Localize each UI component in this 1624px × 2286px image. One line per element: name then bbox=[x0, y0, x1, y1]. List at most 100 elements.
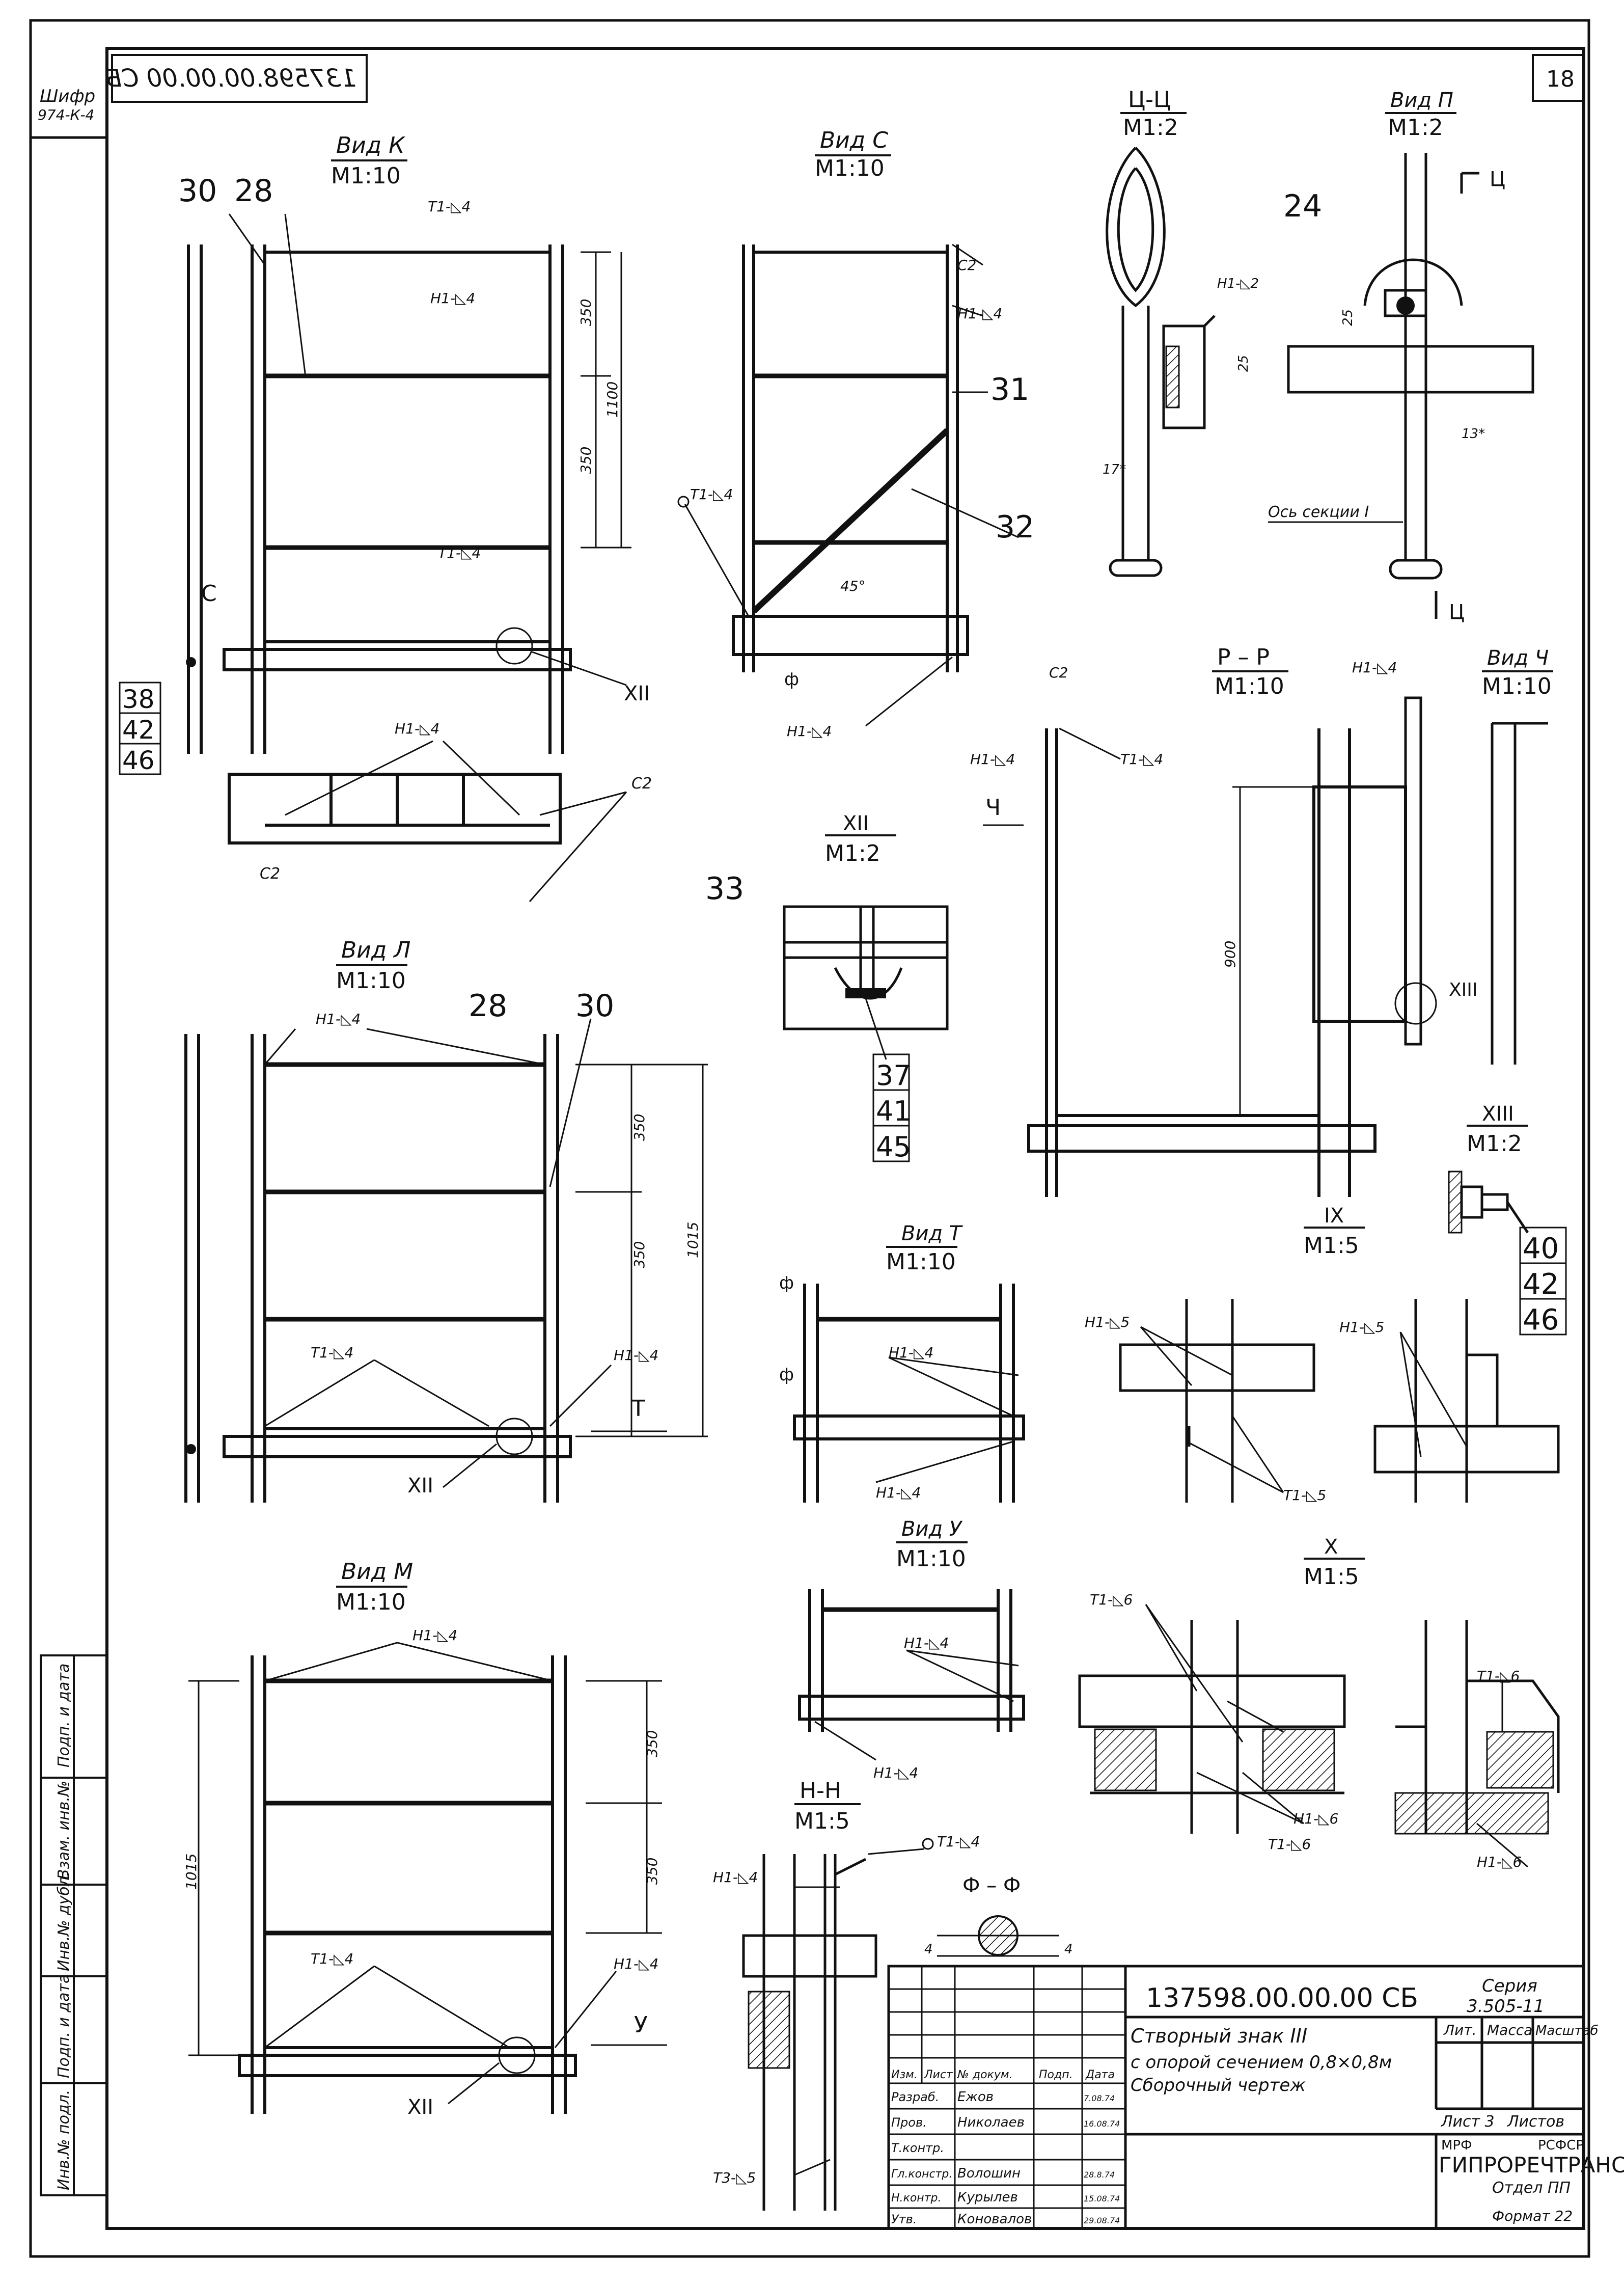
side-stamp: Подп. и дата Взам. инв.№ Инв.№ дубл. Под… bbox=[40, 1654, 108, 2196]
view-u-weld-1: Н1-◺4 bbox=[904, 1635, 949, 1651]
view-x-weld-3: Н1-◺6 bbox=[1293, 1810, 1338, 1827]
view-x: X М1:5 Т1-◺6 Т1-◺6 Н1-◺6 Т1-◺6 bbox=[1078, 1535, 1560, 1870]
title-series-label: Серия bbox=[1482, 1976, 1537, 1996]
view-cc-dim-25: 25 bbox=[1236, 355, 1251, 372]
head-col-2: Лист bbox=[924, 2069, 953, 2081]
cipher-value: 974-К-4 bbox=[38, 106, 94, 123]
stack-41: 41 bbox=[876, 1095, 911, 1127]
view-p-dim-25: 25 bbox=[1340, 309, 1356, 326]
view-u: Вид У М1:10 Н1-◺4 Н1-◺4 bbox=[798, 1517, 1025, 1781]
view-ch-title: Вид Ч bbox=[1487, 646, 1549, 670]
view-k-callout: XII bbox=[624, 682, 650, 705]
view-m-dim-top: 350 bbox=[644, 1730, 660, 1757]
row-role-5: Н.контр. bbox=[891, 2192, 941, 2205]
view-m-callout: XII bbox=[407, 2096, 433, 2119]
view-xii-title: XII bbox=[843, 812, 869, 835]
view-cc-dim-17: 17* bbox=[1103, 462, 1126, 477]
row-date-2: 16.08.74 bbox=[1084, 2119, 1120, 2129]
view-k: Вид К М1:10 30 28 bbox=[119, 132, 650, 775]
row-date-5: 15.08.74 bbox=[1084, 2194, 1120, 2203]
view-k-dim-total: 1100 bbox=[604, 382, 621, 418]
head-col-3: № докум. bbox=[957, 2069, 1012, 2081]
view-xii-scale: М1:2 bbox=[825, 840, 880, 866]
item-28: 28 bbox=[234, 173, 273, 209]
title-col-lit: Лит. bbox=[1443, 2022, 1476, 2038]
title-doc-code: 137598.00.00.00 СБ bbox=[1146, 1983, 1418, 2013]
view-m-arrow: У bbox=[634, 2012, 648, 2038]
stack-42b: 42 bbox=[1523, 1268, 1559, 1301]
view-c-weld-c2: С2 bbox=[957, 257, 976, 274]
view-k-section: Н1-◺4 С2 С2 bbox=[228, 720, 652, 902]
view-cc-weld: Н1-◺2 bbox=[1217, 276, 1259, 291]
item-30: 30 bbox=[178, 173, 217, 209]
view-ch: Вид Ч М1:10 Н1-◺4 XIII bbox=[1352, 646, 1553, 1065]
view-hh-weld-1: Т1-◺4 bbox=[937, 1833, 980, 1850]
view-c-weld-n1: Н1-◺4 bbox=[957, 305, 1002, 322]
view-ff-dim-left: 4 bbox=[924, 1942, 933, 1957]
view-m-title: Вид М bbox=[341, 1559, 413, 1585]
view-hh: Н-Н М1:5 Т1-◺4 Н1-◺4 Т3-◺5 bbox=[713, 1778, 980, 2211]
stack-46: 46 bbox=[122, 746, 155, 775]
view-ix-weld-1: Н1-◺5 bbox=[1085, 1314, 1130, 1330]
view-xiii: XIII М1:2 40 42 46 bbox=[1448, 1102, 1567, 1337]
title-republic: РСФСР bbox=[1538, 2138, 1584, 2153]
row-name-1: Ежов bbox=[957, 2089, 994, 2105]
view-l-dim-top: 350 bbox=[631, 1114, 648, 1141]
view-c-weld-t1: Т1-◺4 bbox=[690, 486, 733, 503]
stamp-cell-4: Подп. и дата bbox=[55, 1974, 73, 2078]
view-p-title: Вид П bbox=[1390, 89, 1453, 112]
stack-42: 42 bbox=[122, 715, 155, 745]
view-p-dim-13: 13* bbox=[1462, 426, 1485, 442]
view-xii: XII М1:2 33 37 41 45 bbox=[705, 812, 949, 1163]
item-32: 32 bbox=[996, 509, 1034, 545]
view-ch-weld: Н1-◺4 bbox=[1352, 659, 1397, 676]
view-p: Вид П М1:2 24 Ц Ц 25 13* Ось секции I bbox=[1268, 89, 1534, 624]
view-k-weld-mid: Н1-◺4 bbox=[430, 290, 475, 307]
view-m-weld-t1: Т1-◺4 bbox=[311, 1950, 353, 1967]
view-t-title: Вид Т bbox=[901, 1222, 964, 1245]
view-l-weld-t1: Т1-◺4 bbox=[311, 1344, 353, 1361]
view-hh-scale: М1:5 bbox=[794, 1808, 850, 1834]
title-series-value: 3.505-11 bbox=[1467, 1996, 1545, 2017]
view-t-weld-2: Н1-◺4 bbox=[876, 1484, 921, 1501]
view-ff-dim-right: 4 bbox=[1064, 1942, 1073, 1957]
view-rr-mark: Ч bbox=[985, 795, 1001, 821]
title-name-2: с опорой сечением 0,8×0,8м bbox=[1131, 2052, 1392, 2073]
view-p-mark-bottom: Ц bbox=[1449, 601, 1465, 624]
view-m-weld-n1: Н1-◺4 bbox=[614, 1955, 658, 1972]
view-rr-scale: М1:10 bbox=[1215, 673, 1284, 699]
view-k-section-c2-right: С2 bbox=[631, 775, 652, 793]
row-date-6: 29.08.74 bbox=[1084, 2216, 1120, 2225]
view-ch-scale: М1:10 bbox=[1482, 673, 1552, 699]
view-t-phi-1: ф bbox=[779, 1273, 794, 1293]
view-t-weld-1: Н1-◺4 bbox=[889, 1344, 933, 1361]
sheet-number: 18 bbox=[1546, 66, 1575, 92]
stamp-cell-1: Подп. и дата bbox=[55, 1664, 73, 1767]
view-k-weld-top: Т1-◺4 bbox=[428, 198, 471, 215]
view-m-scale: М1:10 bbox=[336, 1589, 406, 1615]
header: Шифр 974-К-4 137598.00.00.00 СБ 18 bbox=[38, 64, 1575, 123]
mirrored-code: 137598.00.00.00 СБ bbox=[105, 64, 356, 93]
head-col-4: Подп. bbox=[1039, 2069, 1073, 2081]
view-rr-weld-t1: Т1-◺4 bbox=[1120, 751, 1163, 768]
view-xiii-scale: М1:2 bbox=[1467, 1131, 1522, 1157]
view-ff: Ф – Ф 4 4 bbox=[924, 1874, 1073, 1957]
stack-38: 38 bbox=[122, 685, 155, 714]
view-l-callout: XII bbox=[407, 1474, 433, 1498]
row-name-2: Николаев bbox=[957, 2115, 1025, 2130]
row-role-4: Гл.констр. bbox=[891, 2168, 952, 2181]
view-k-scale: М1:10 bbox=[331, 163, 401, 189]
view-x-weld-1: Т1-◺6 bbox=[1090, 1591, 1133, 1608]
view-p-mark-top: Ц bbox=[1490, 168, 1505, 191]
view-t: Вид Т М1:10 ф ф Н1-◺4 Н1-◺4 bbox=[779, 1222, 1025, 1503]
title-dept: Отдел ПП bbox=[1492, 2179, 1571, 2197]
view-rr-dim-900: 900 bbox=[1222, 941, 1238, 968]
view-c: Вид С М1:10 С2 Н1-◺4 Т1-◺4 Н1-◺4 31 bbox=[677, 127, 1034, 740]
stamp-cell-5: Инв.№ подл. bbox=[55, 2090, 73, 2190]
view-l-weld-top: Н1-◺4 bbox=[316, 1011, 361, 1027]
view-ix-scale: М1:5 bbox=[1304, 1233, 1359, 1259]
view-u-weld-2: Н1-◺4 bbox=[873, 1764, 918, 1781]
view-cc-scale: М1:2 bbox=[1123, 115, 1178, 141]
view-m-dim-total: 1015 bbox=[183, 1854, 200, 1890]
